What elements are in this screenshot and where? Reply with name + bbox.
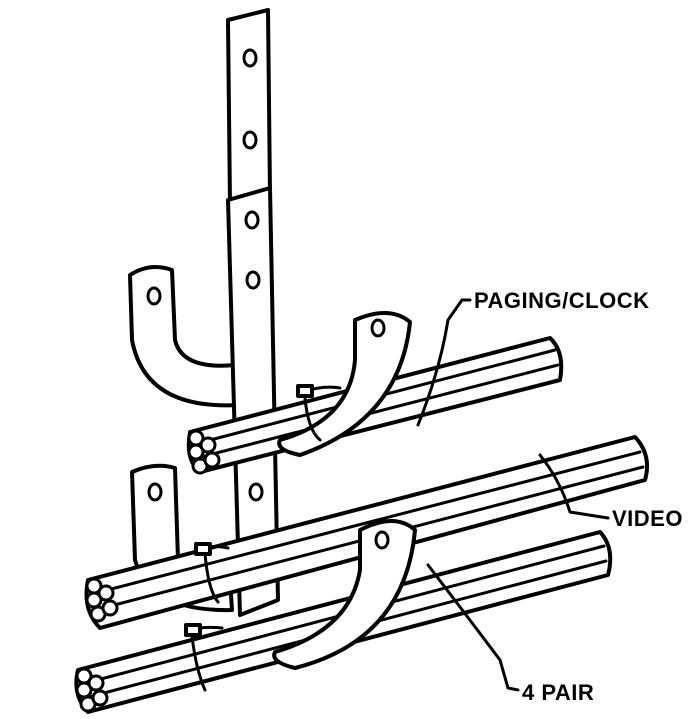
j-hook-upper-front bbox=[277, 311, 412, 457]
mounting-strap-upper bbox=[226, 8, 272, 207]
label-video: VIDEO bbox=[612, 506, 683, 531]
cable-tie-upper bbox=[296, 384, 342, 442]
label-paging-clock: PAGING/CLOCK bbox=[474, 288, 649, 313]
cable-tie-lower bbox=[184, 542, 230, 692]
callout-video: VIDEO bbox=[538, 453, 683, 531]
j-hook-upper-back bbox=[128, 264, 240, 408]
callout-4-pair: 4 PAIR bbox=[426, 563, 594, 705]
callout-paging-clock: PAGING/CLOCK bbox=[416, 288, 649, 427]
j-hook-lower-front bbox=[272, 519, 417, 670]
label-4-pair: 4 PAIR bbox=[522, 680, 594, 705]
mounting-strap-main bbox=[226, 186, 280, 617]
